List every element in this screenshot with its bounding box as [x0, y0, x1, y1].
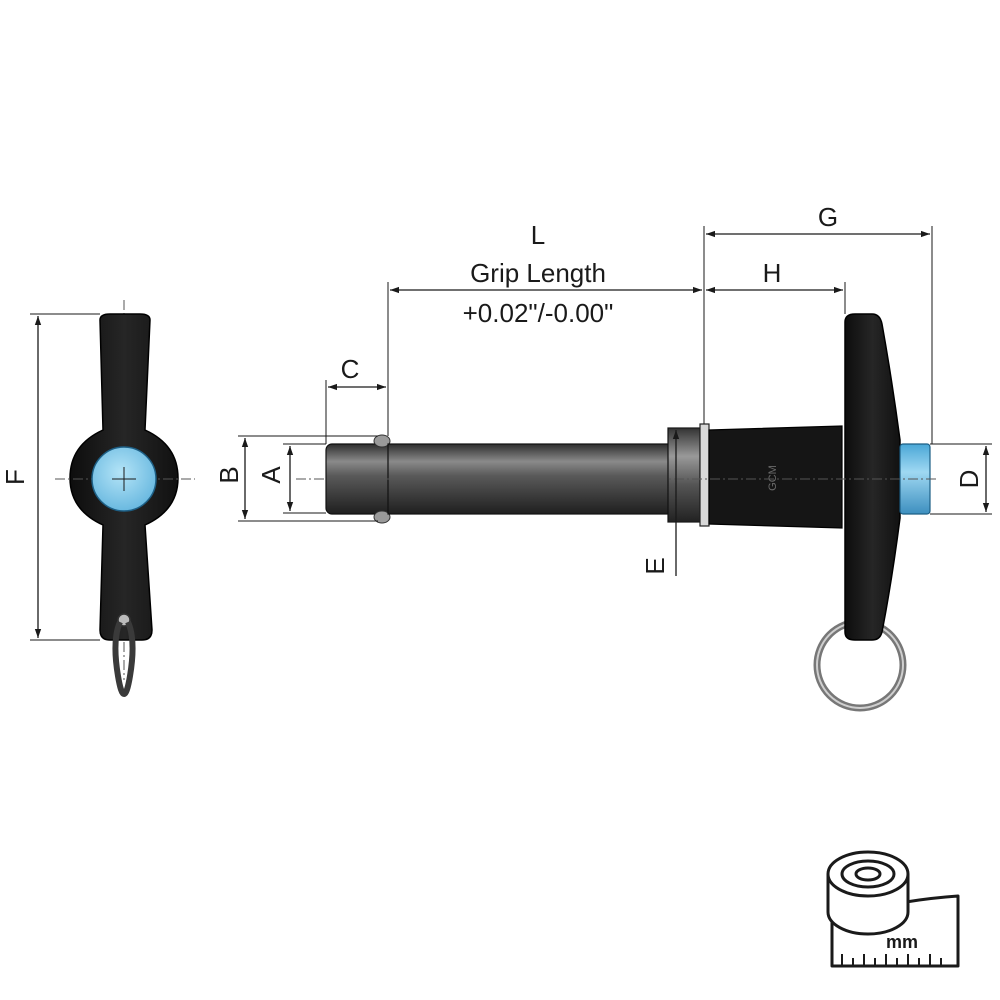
- side-view: F: [0, 300, 195, 697]
- dim-B-label: B: [214, 466, 244, 483]
- handle-marking: GCM: [767, 465, 779, 491]
- dim-L-label: L: [531, 220, 545, 250]
- front-view: GCM: [296, 313, 938, 712]
- pin-washer: [699, 423, 710, 527]
- units-label: mm: [886, 932, 918, 952]
- dim-grip-length-label: Grip Length: [470, 258, 606, 288]
- locking-ball-top: [373, 434, 391, 448]
- tape-roll-core: [854, 866, 882, 882]
- dim-tolerance-label: +0.02"/-0.00": [463, 298, 614, 328]
- dim-G-label: G: [818, 202, 838, 232]
- dim-E-label: E: [640, 557, 670, 574]
- dim-H-label: H: [763, 258, 782, 288]
- dim-F-label: F: [0, 469, 30, 485]
- dim-C-label: C: [341, 354, 360, 384]
- t-handle: [844, 313, 901, 641]
- tape-measure-icon: mm: [826, 850, 960, 968]
- pin-collar: [667, 427, 701, 523]
- side-view-ring: [112, 620, 136, 697]
- dimensions: L Grip Length +0.02"/-0.00" G H C B A E: [214, 202, 992, 576]
- locking-ball-bottom: [373, 510, 391, 524]
- handle-body: [708, 425, 843, 529]
- dim-D-label: D: [954, 470, 984, 489]
- tape-roll-ring: [840, 859, 896, 889]
- tape-ticks: [841, 954, 942, 966]
- dim-A-label: A: [256, 466, 286, 484]
- tape-roll-top: [826, 850, 910, 898]
